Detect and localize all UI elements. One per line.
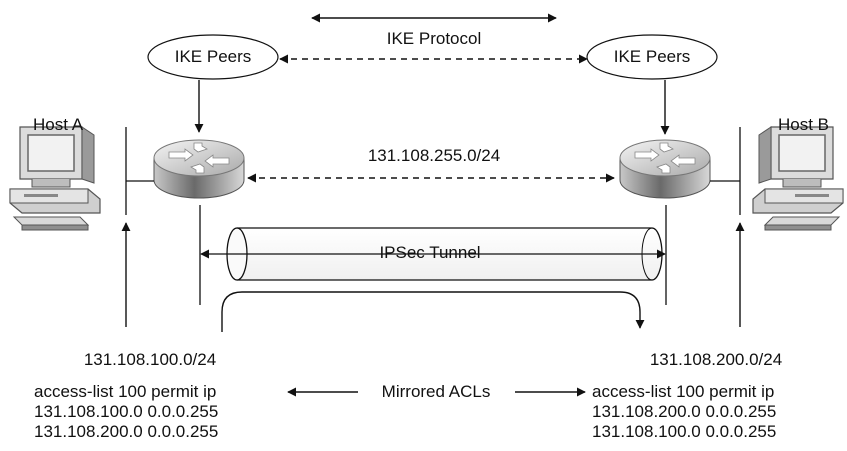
ipsec-tunnel-label: IPSec Tunnel	[379, 243, 481, 262]
acl-right-line-1: access-list 100 permit ip	[592, 382, 775, 401]
host-b-label: Host B	[778, 115, 830, 134]
ike-peers-left-label: IKE Peers	[174, 47, 252, 66]
acl-right-line-3: 131.108.100.0 0.0.0.255	[592, 422, 777, 441]
acl-left-block: access-list 100 permit ip 131.108.100.0 …	[34, 382, 218, 442]
acl-left-line-1: access-list 100 permit ip	[34, 382, 217, 401]
acl-left-line-3: 131.108.200.0 0.0.0.255	[34, 422, 219, 441]
host-b-computer-icon	[752, 126, 844, 231]
mirrored-acls-label: Mirrored ACLs	[381, 382, 491, 401]
traffic-flow-arrow	[221, 291, 645, 332]
acl-right-block: access-list 100 permit ip 131.108.200.0 …	[592, 382, 776, 442]
host-a-computer-icon	[9, 126, 101, 231]
subnet-a-label: 131.108.100.0/24	[83, 350, 217, 369]
ike-protocol-label: IKE Protocol	[386, 29, 482, 48]
router-left-icon	[153, 139, 245, 199]
acl-left-line-2: 131.108.100.0 0.0.0.255	[34, 402, 219, 421]
router-right-icon	[619, 139, 711, 199]
transit-network-label: 131.108.255.0/24	[367, 146, 501, 165]
host-a-label: Host A	[33, 115, 84, 134]
subnet-b-label: 131.108.200.0/24	[649, 350, 783, 369]
acl-right-line-2: 131.108.200.0 0.0.0.255	[592, 402, 777, 421]
ike-peers-right-label: IKE Peers	[613, 47, 691, 66]
ike-peers-left-ellipse	[147, 34, 279, 80]
